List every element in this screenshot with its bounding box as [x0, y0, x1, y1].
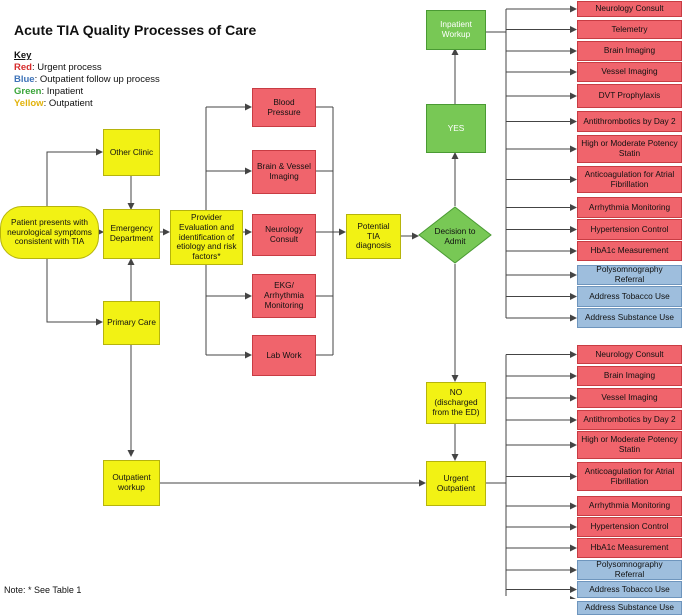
outpatient-process-item: Address Tobacco Use	[577, 581, 682, 598]
urgent-outpatient-node: Urgent Outpatient	[426, 461, 486, 506]
outpatient-process-item: Polysomnography Referral	[577, 559, 682, 580]
inpatient-process-item: High or Moderate Potency Statin	[577, 135, 682, 163]
legend-heading: Key	[14, 50, 32, 61]
inpatient-process-item: Address Tobacco Use	[577, 286, 682, 307]
patient-presents-node: Patient presents with neurological sympt…	[0, 206, 99, 259]
outpatient-process-item: Anticoagulation for Atrial Fibrillation	[577, 462, 682, 491]
outpatient-process-item: High or Moderate Potency Statin	[577, 431, 682, 459]
outpatient-process-item: Hypertension Control	[577, 517, 682, 537]
inpatient-workup-node: Inpatient Workup	[426, 10, 486, 50]
legend-text: : Inpatient	[41, 86, 84, 97]
lab-work-node: Lab Work	[252, 335, 316, 376]
legend-text: : Outpatient follow up process	[34, 74, 160, 85]
legend-label: Red	[14, 62, 32, 73]
outpatient-process-item: Vessel Imaging	[577, 388, 682, 408]
other-clinic-node: Other Clinic	[103, 129, 160, 176]
legend-item-blue: Blue: Outpatient follow up process	[14, 74, 160, 86]
decision-diamond	[418, 206, 492, 264]
legend-item-yellow: Yellow: Outpatient	[14, 98, 160, 110]
legend-label: Yellow	[14, 98, 44, 109]
inpatient-process-item: Address Substance Use	[577, 308, 682, 328]
outpatient-process-item: Neurology Consult	[577, 345, 682, 364]
inpatient-process-item: HbA1c Measurement	[577, 241, 682, 261]
inpatient-process-item: Brain Imaging	[577, 41, 682, 61]
footnote: Note: * See Table 1	[4, 585, 82, 595]
blood-pressure-node: Blood Pressure	[252, 88, 316, 127]
inpatient-process-item: Anticoagulation for Atrial Fibrillation	[577, 166, 682, 193]
primary-care-node: Primary Care	[103, 301, 160, 345]
legend-item-green: Green: Inpatient	[14, 86, 160, 98]
legend-label: Green	[14, 86, 42, 97]
outpatient-process-item: Brain Imaging	[577, 366, 682, 386]
flowchart-connectors	[46, 5, 577, 599]
legend-label: Blue	[14, 74, 35, 85]
inpatient-process-item: Arrhythmia Monitoring	[577, 197, 682, 218]
inpatient-process-item: Hypertension Control	[577, 219, 682, 240]
legend: Key Red: Urgent process Blue: Outpatient…	[14, 50, 160, 110]
emergency-department-node: Emergency Department	[103, 209, 160, 259]
inpatient-process-item: Telemetry	[577, 20, 682, 39]
page-title: Acute TIA Quality Processes of Care	[14, 22, 257, 38]
brain-vessel-imaging-node: Brain & Vessel Imaging	[252, 150, 316, 194]
ekg-monitoring-node: EKG/ Arrhythmia Monitoring	[252, 274, 316, 318]
legend-text: : Urgent process	[31, 62, 102, 73]
no-discharged-node: NO (discharged from the ED)	[426, 382, 486, 424]
legend-item-red: Red: Urgent process	[14, 62, 160, 74]
inpatient-process-item: DVT Prophylaxis	[577, 84, 682, 108]
outpatient-process-item: Antithrombotics by Day 2	[577, 410, 682, 430]
outpatient-workup-node: Outpatient workup	[103, 460, 160, 506]
potential-tia-node: Potential TIA diagnosis	[346, 214, 401, 259]
legend-text: : Outpatient	[43, 98, 93, 109]
neurology-consult-node: Neurology Consult	[252, 214, 316, 256]
inpatient-process-item: Neurology Consult	[577, 1, 682, 17]
decision-to-admit-label: Decision to Admit	[434, 226, 476, 246]
provider-evaluation-node: Provider Evaluation and identification o…	[170, 210, 243, 265]
inpatient-process-item: Polysomnography Referral	[577, 264, 682, 285]
inpatient-process-item: Vessel Imaging	[577, 62, 682, 82]
inpatient-process-item: Antithrombotics by Day 2	[577, 111, 682, 132]
yes-node: YES	[426, 104, 486, 153]
outpatient-process-item: Address Substance Use	[577, 601, 682, 615]
outpatient-process-item: HbA1c Measurement	[577, 538, 682, 558]
outpatient-process-item: Arrhythmia Monitoring	[577, 496, 682, 516]
